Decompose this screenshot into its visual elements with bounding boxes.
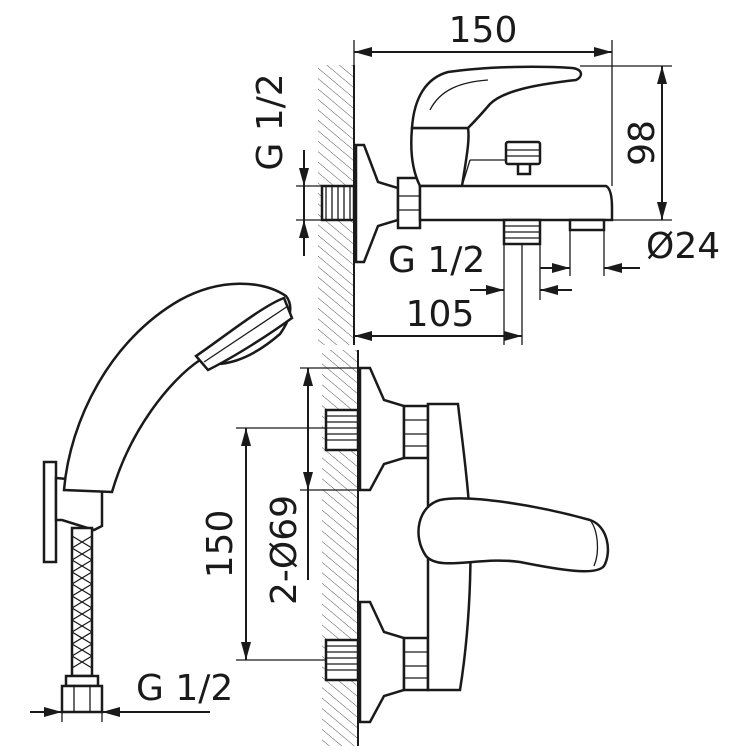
union-nut <box>396 176 422 230</box>
dim-hose-thread: G 1/2 <box>136 668 233 709</box>
lower-inlet-thread <box>324 638 360 682</box>
lever-handle-side <box>410 65 583 130</box>
shower-hose <box>70 526 94 678</box>
hand-shower-set: G 1/2 <box>30 282 294 722</box>
dim-wall-thread: G 1/2 <box>250 73 291 170</box>
upper-inlet-thread <box>324 408 360 452</box>
lower-rosette <box>358 600 406 724</box>
wall-bracket-plate <box>42 460 58 564</box>
diverter-knob <box>504 140 542 176</box>
upper-rosette <box>358 366 406 492</box>
hose-nut <box>60 674 104 714</box>
dim-height: 98 <box>622 120 663 166</box>
wall-inlet-thread <box>320 184 356 222</box>
dim-rosette-diameter: 2-Ø69 <box>264 495 305 605</box>
side-view: 150 98 G 1/2 Ø24 G 1/2 <box>250 10 720 345</box>
spout-outlet <box>568 218 606 232</box>
dim-overall-width: 150 <box>449 10 518 51</box>
dim-inlet-spacing: 150 <box>200 510 241 579</box>
dim-spout-diameter: Ø24 <box>646 226 720 267</box>
shower-outlet-thread <box>502 218 542 246</box>
lever-handle-top <box>417 497 610 573</box>
dim-depth-outlet: 105 <box>406 294 475 335</box>
spout-side <box>418 184 614 222</box>
top-view: 2-Ø69 150 <box>200 350 610 746</box>
mixer-body-side <box>410 126 470 188</box>
dim-outlet-thread: G 1/2 <box>388 240 485 281</box>
